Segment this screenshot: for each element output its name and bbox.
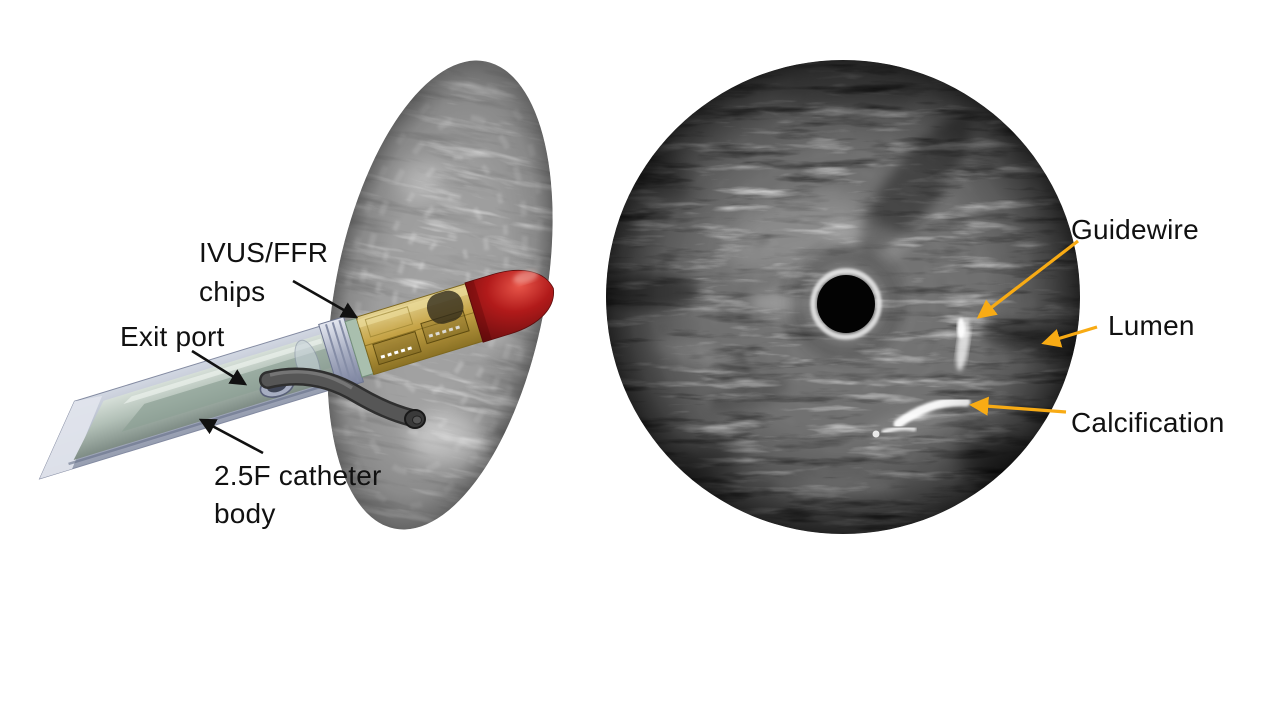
guidewire-tube — [259, 367, 426, 429]
calcification-arrow — [969, 396, 1067, 416]
exit-port-arrow — [191, 349, 248, 386]
guidewire-arrow — [976, 239, 1079, 319]
chips-arrow — [292, 279, 359, 319]
label-calcification: Calcification — [1071, 407, 1225, 438]
catheter-body-arrow — [198, 418, 264, 455]
label-ivus-ffr-chips: IVUS/FFR chips — [199, 237, 329, 307]
lumen-arrow — [1041, 325, 1098, 348]
catheter-cut-face — [39, 395, 103, 479]
label-guidewire: Guidewire — [1071, 214, 1199, 245]
ivus-ffr-chip-section — [355, 283, 484, 376]
label-lumen: Lumen — [1108, 310, 1195, 341]
right-annotation-arrows — [969, 239, 1098, 416]
label-exit-port: Exit port — [120, 321, 225, 352]
chip-bond-pads — [380, 325, 461, 359]
catheter-red-tip — [464, 269, 554, 343]
label-catheter-body: 2.5F catheter body — [214, 460, 382, 529]
left-annotation-arrows — [191, 279, 359, 455]
ivus-cross-section-image — [606, 60, 1098, 534]
